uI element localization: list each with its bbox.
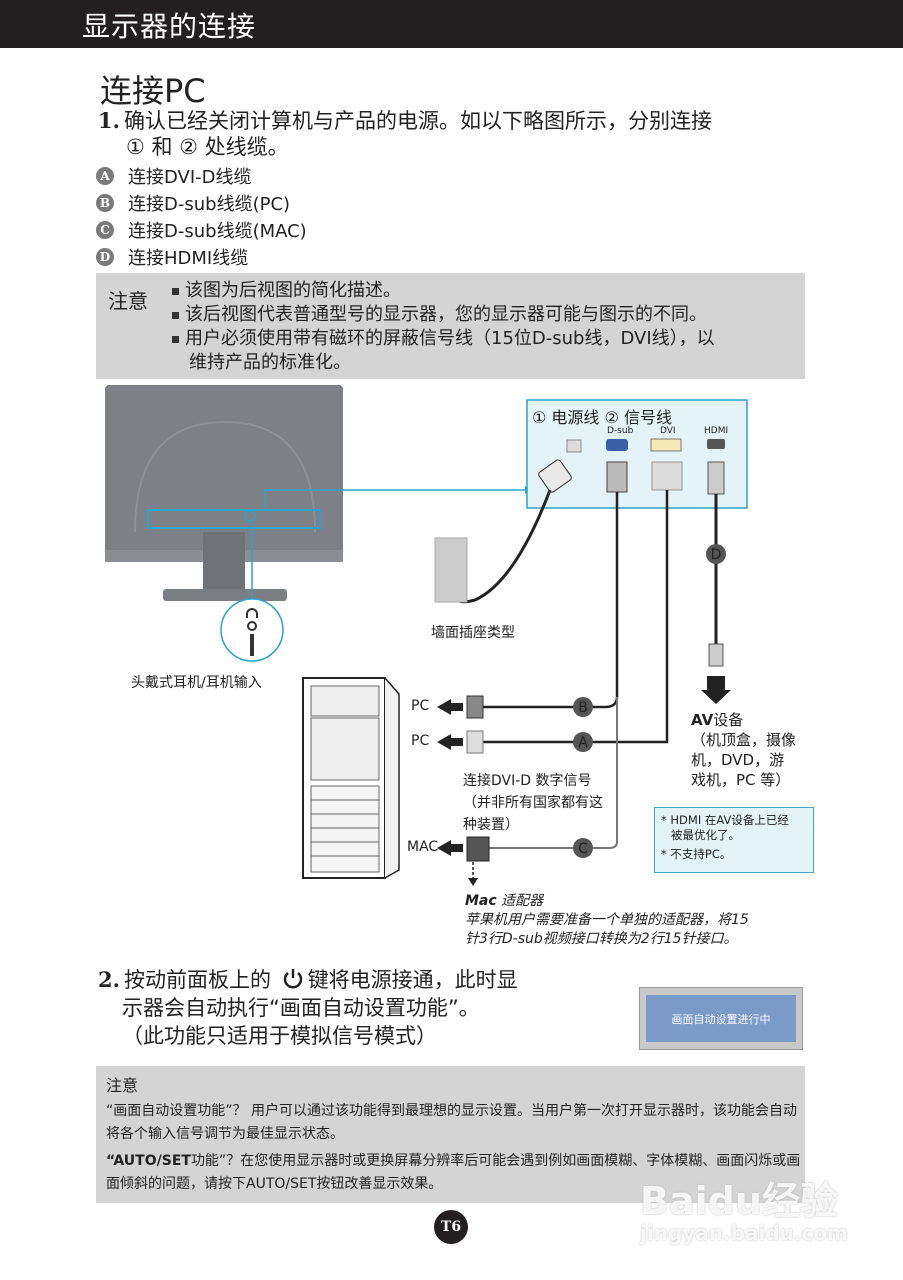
dsub-connector-icon (606, 461, 628, 493)
legend-item: D 连接HDMI线缆 (96, 243, 307, 270)
arrow-left-icon-b (437, 699, 463, 715)
legend-item: A 连接DVI-D线缆 (96, 162, 307, 189)
bullet-icon (172, 311, 179, 319)
badge-a: A (96, 166, 114, 185)
port-panel-title: ① 电源线 ② 信号线 (532, 408, 672, 427)
hdmi-note-box: * HDMI 在AV设备上已经 被最优化了。 * 不支持PC。 (654, 807, 814, 873)
note-box-1: 注意 该图为后视图的简化描述。 该后视图代表普通型号的显示器，您的显示器可能与图… (96, 273, 805, 379)
dvi-port-icon (650, 438, 682, 452)
pc-tower-illustration (302, 677, 400, 879)
pc-label-b: PC (411, 698, 430, 714)
legend-label: 连接HDMI线缆 (128, 247, 249, 269)
page-number: T6 (434, 1210, 468, 1244)
legend-item: C 连接D-sub线缆(MAC) (96, 216, 307, 243)
note-paragraph-2: “AUTO/SET功能”？在您使用显示器时或更换屏幕分辨率后可能会遇到例如画面模… (106, 1153, 801, 1192)
note-paragraph-1: “画面自动设置功能”？ 用户可以通过该功能得到最理想的显示设置。当用户第一次打开… (106, 1103, 797, 1142)
header-bar: 显示器的连接 (0, 0, 903, 48)
marker-c-label: C (578, 841, 588, 857)
note-box-2: 注意 “画面自动设置功能”？ 用户可以通过该功能得到最理想的显示设置。当用户第一… (96, 1066, 805, 1203)
cable-a (475, 490, 669, 744)
watermark: Baidu经验 jingyan.baidu.com (640, 1179, 848, 1245)
note-item-cont: 维持产品的标准化。 (189, 352, 351, 373)
note-item: 该图为后视图的简化描述。 (172, 279, 797, 303)
osd-message-box: 画面自动设置进行中 (639, 987, 803, 1050)
step-1-text: 确认已经关闭计算机与产品的电源。如以下略图所示，分别连接 (124, 109, 712, 133)
legend-label: 连接D-sub线缆(PC) (128, 193, 291, 215)
note-label: 注意 (106, 1076, 139, 1095)
bullet-icon (172, 287, 179, 295)
dvi-note: 连接DVI-D 数字信号 （并非所有国家都有这 种装置） (463, 773, 603, 833)
marker-c (573, 838, 593, 858)
step-number: 1. (98, 108, 120, 133)
arrow-down-icon (701, 676, 731, 704)
note-list: 该图为后视图的简化描述。 该后视图代表普通型号的显示器，您的显示器可能与图示的不… (172, 279, 797, 375)
cable-legend: A 连接DVI-D线缆 B 连接D-sub线缆(PC) C 连接D-sub线缆(MAC… (96, 162, 307, 270)
hdmi-port-icon (707, 439, 725, 449)
step-2: 2.按动前面板上的 键将电源接通，此时显 示器会自动执行“画面自动设置功能”。 … (98, 967, 518, 1048)
note-label: 注意 (108, 289, 148, 313)
bullet-icon (172, 335, 179, 343)
badge-d: D (96, 247, 114, 266)
monitor-back-illustration (105, 385, 343, 601)
legend-label: 连接DVI-D线缆 (128, 166, 252, 188)
marker-d (706, 544, 726, 564)
header-title: 显示器的连接 (82, 10, 257, 43)
marker-b-label: B (578, 700, 588, 716)
callout-arrow (264, 489, 525, 508)
step-1: 1.确认已经关闭计算机与产品的电源。如以下略图所示，分别连接 ① 和 ② 处线缆… (98, 108, 808, 160)
mac-adapter-note: Mac 适配器 苹果机用户需要准备一个单独的适配器，将15 针3行D-sub视频… (465, 893, 749, 947)
badge-b: B (96, 193, 114, 212)
mac-adapter-icon (466, 836, 490, 862)
cable-c (485, 697, 618, 849)
mac-label: MAC (407, 839, 439, 855)
port-label-dsub: D-sub (607, 426, 634, 436)
port-label-dvi: DVI (660, 426, 676, 436)
osd-message: 画面自动设置进行中 (646, 995, 796, 1042)
legend-label: 连接D-sub线缆(MAC) (128, 220, 307, 242)
connection-diagram: D B A C ① 电源线 ② 信号线 D-sub DVI HDMI 墙面插座类… (95, 382, 815, 952)
headphone-icon (246, 608, 258, 618)
diagram-graphics: D B A C (105, 385, 748, 886)
wall-outlet-label: 墙面插座类型 (431, 625, 515, 641)
marker-a-label: A (578, 735, 588, 751)
dsub-port-icon (606, 439, 628, 451)
marker-d-label: D (711, 547, 722, 563)
power-plug-icon (538, 459, 572, 493)
arrow-left-icon-c (437, 840, 463, 856)
power-icon (283, 969, 302, 989)
legend-item: B 连接D-sub线缆(PC) (96, 189, 307, 216)
port-label-hdmi: HDMI (704, 426, 729, 436)
power-port-icon (566, 439, 582, 453)
step-number: 2. (98, 967, 120, 992)
pc-label-a: PC (411, 733, 430, 749)
av-device-label: AV设备 （机顶盒，摄像 机，DVD，游 戏机，PC 等） (691, 711, 797, 789)
dvi-connector-icon (651, 461, 683, 491)
hdmi-connector-icon (707, 461, 725, 495)
arrow-left-icon-a (437, 734, 463, 750)
cable-b (475, 492, 619, 709)
step-1-text-cont: ① 和 ② 处线缆。 (126, 135, 289, 159)
section-title: 连接PC (100, 72, 206, 110)
marker-a (573, 732, 593, 752)
marker-b (573, 697, 593, 717)
badge-c: C (96, 220, 114, 239)
wall-outlet-icon (434, 537, 468, 603)
headphone-label: 头戴式耳机/耳机输入 (131, 675, 262, 691)
note-item: 用户必须使用带有磁环的屏蔽信号线（15位D-sub线，DVI线），以 (172, 327, 797, 351)
note-item: 该后视图代表普通型号的显示器，您的显示器可能与图示的不同。 (172, 303, 797, 327)
